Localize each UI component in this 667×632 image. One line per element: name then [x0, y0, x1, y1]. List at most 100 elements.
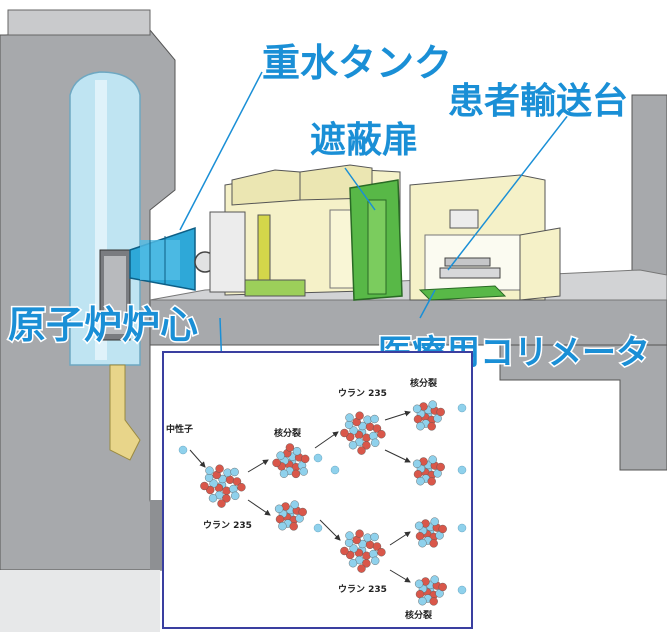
nucleon [429, 597, 438, 606]
nucleon [438, 582, 447, 592]
nucleon [285, 443, 295, 452]
fission-fragment [274, 500, 307, 531]
nucleon [415, 532, 425, 541]
fission-inset: 中性子 ウラン 235 核分裂 ウラン 235 核分裂 ウラン 235 核分裂 [162, 351, 473, 629]
nucleon [416, 422, 425, 431]
nucleon [275, 515, 285, 524]
nucleon [436, 462, 445, 472]
callout-labels: 重水タンク 患者輸送台 遮蔽扉 原子炉炉心 医療用コリメータ [7, 40, 652, 375]
nucleon [362, 559, 371, 568]
nucleon [299, 467, 308, 476]
nucleon [292, 447, 302, 456]
nucleon [237, 483, 246, 492]
nucleon [301, 454, 310, 464]
nucleon [278, 522, 287, 531]
nucleon [414, 521, 424, 530]
nucleon [344, 538, 354, 547]
fission-fragment [412, 400, 445, 431]
nucleon [349, 544, 358, 553]
nucleon [370, 414, 379, 424]
nucleon [209, 479, 218, 488]
inset-fission-label-2: 核分裂 [410, 377, 437, 389]
nucleon [414, 579, 424, 588]
label-shield-door: 遮蔽扉 [310, 120, 418, 161]
nucleon [362, 551, 371, 560]
label-reactor-core: 原子炉炉心 [8, 303, 198, 347]
nucleon [348, 441, 358, 450]
nucleon [223, 468, 232, 477]
nucleon [371, 438, 380, 447]
inset-fission-label-1: 核分裂 [274, 427, 301, 439]
uranium-nucleus [340, 529, 386, 573]
nucleon [370, 532, 379, 542]
nucleon [372, 542, 382, 551]
nucleon [232, 477, 242, 486]
nucleon [436, 407, 445, 417]
nucleon [346, 550, 355, 560]
reactor-pool [69, 71, 141, 461]
nucleon [427, 422, 436, 431]
nucleon [372, 424, 382, 433]
nucleon [365, 540, 375, 549]
inset-uranium-label-2: ウラン 235 [338, 388, 387, 399]
leader-lines [179, 71, 573, 371]
free-neutron [457, 403, 467, 413]
nucleon [344, 420, 354, 429]
nucleon [290, 500, 299, 509]
nucleon [428, 455, 437, 464]
nucleon [276, 451, 285, 460]
heavy-water-tank [129, 226, 216, 291]
nucleon [429, 539, 438, 548]
nucleon [349, 426, 358, 435]
nucleon [205, 485, 215, 495]
free-neutron [457, 523, 467, 533]
nucleon [357, 446, 366, 455]
free-neutron [330, 465, 340, 475]
nucleon [279, 469, 289, 478]
nuclei [178, 400, 467, 606]
nucleon [438, 524, 447, 534]
patient-table [409, 174, 561, 301]
nucleon [355, 529, 364, 538]
fission-fragment [412, 455, 445, 486]
label-patient-table: 患者輸送台 [448, 81, 628, 122]
free-neutron [178, 445, 188, 455]
inset-uranium-label-1: ウラン 235 [203, 520, 252, 531]
label-heavy-water-tank: 重水タンク [262, 41, 452, 85]
free-neutron [457, 465, 467, 475]
fission-fragment [414, 575, 447, 606]
nucleon [289, 522, 298, 531]
nucleon [428, 400, 437, 409]
nucleon [418, 597, 427, 606]
nucleon [225, 475, 235, 484]
free-neutron [313, 453, 323, 463]
nucleon [412, 404, 422, 413]
nucleon [415, 590, 425, 599]
nucleon [362, 433, 371, 442]
inset-neutron-label: 中性子 [166, 423, 193, 435]
nucleon [362, 441, 371, 450]
nucleon [208, 494, 218, 503]
nucleon [345, 531, 354, 540]
nucleon [345, 413, 354, 422]
free-neutron [313, 523, 323, 533]
inset-uranium-label-3: ウラン 235 [338, 584, 387, 595]
nucleon [377, 548, 386, 557]
nucleon [430, 517, 439, 526]
fission-fragment [272, 443, 310, 479]
nucleon [365, 422, 375, 431]
nucleon [355, 411, 364, 420]
inset-arrows [189, 410, 411, 583]
nucleon [205, 466, 214, 475]
nucleon [416, 477, 425, 486]
nucleon [377, 430, 386, 439]
nucleon [413, 415, 423, 424]
nucleon [230, 491, 240, 500]
nucleon [340, 546, 349, 556]
nucleon [200, 481, 209, 491]
nucleon [272, 458, 281, 468]
nucleon [418, 539, 427, 548]
nucleon [291, 469, 301, 479]
